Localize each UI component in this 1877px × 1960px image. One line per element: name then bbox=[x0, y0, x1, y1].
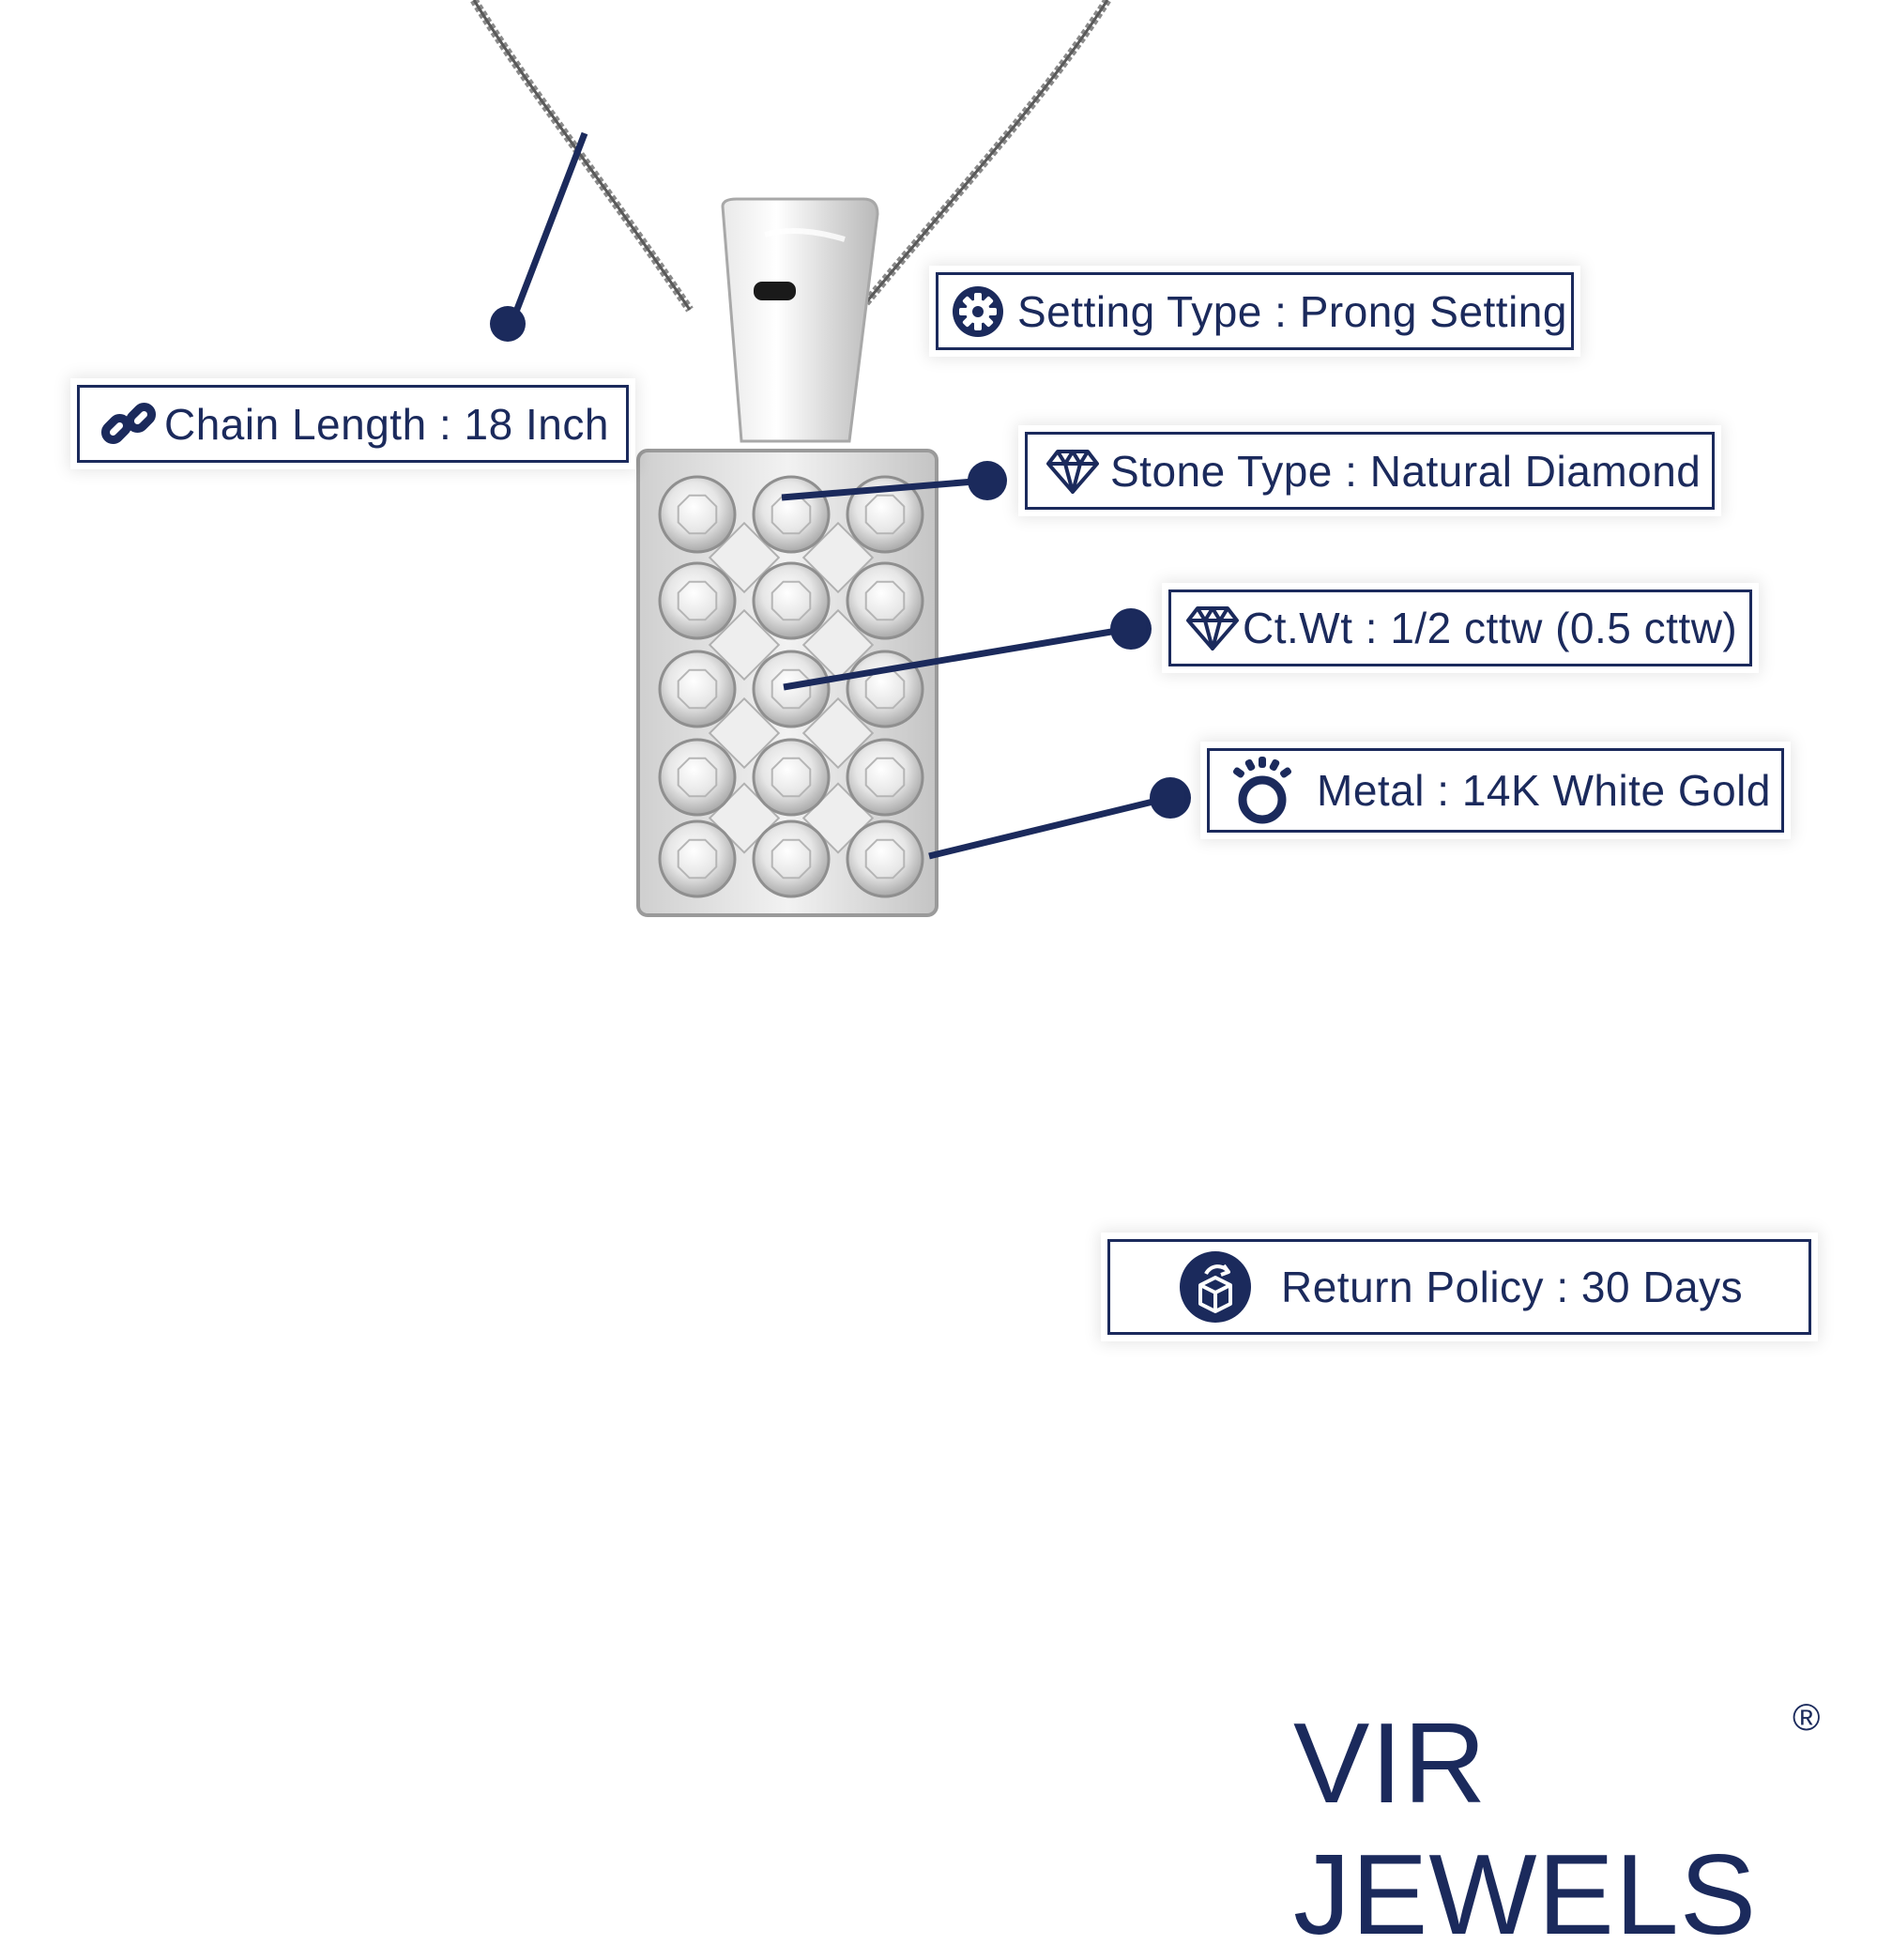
diamond-facet bbox=[864, 494, 906, 535]
chain bbox=[470, 0, 1111, 331]
diamond-stone bbox=[752, 738, 831, 817]
ct-wt-callout: Ct.Wt : 1/2 cttw (0.5 cttw) bbox=[1168, 590, 1752, 666]
product-image bbox=[470, 0, 1191, 917]
diamond-icon bbox=[1046, 448, 1099, 495]
lattice-cell bbox=[708, 608, 781, 681]
diamond-stone bbox=[846, 738, 924, 817]
diamond-facet bbox=[864, 757, 906, 798]
diamond-stone bbox=[658, 475, 737, 554]
lattice-cell bbox=[801, 608, 875, 681]
return-policy-label: Return Policy : 30 Days bbox=[1281, 1263, 1744, 1311]
diamond-stone bbox=[846, 561, 924, 640]
chain-length-label: Chain Length : 18 Inch bbox=[164, 399, 609, 449]
diamond-facet bbox=[677, 757, 718, 798]
setting-type-label: Setting Type : Prong Setting bbox=[1017, 286, 1567, 336]
diamond-stone bbox=[752, 475, 831, 554]
pendant-bail bbox=[721, 197, 879, 443]
diamond-stone bbox=[658, 819, 737, 898]
metal-callout: Metal : 14K White Gold bbox=[1207, 748, 1784, 833]
return-policy-callout: Return Policy : 30 Days bbox=[1107, 1239, 1811, 1335]
diamond-stone bbox=[658, 650, 737, 728]
diamond-facet bbox=[677, 494, 718, 535]
stone-type-callout: Stone Type : Natural Diamond bbox=[1025, 432, 1715, 510]
lattice-cell bbox=[801, 521, 875, 594]
pendant-body bbox=[636, 449, 938, 917]
diamond-facet bbox=[771, 494, 812, 535]
gear-icon bbox=[950, 283, 1006, 340]
diamond-stone bbox=[658, 738, 737, 817]
stone-type-pointer-dot bbox=[968, 461, 1007, 500]
diamond-facet bbox=[677, 580, 718, 621]
leader-dots bbox=[490, 306, 1191, 819]
diamond-facet bbox=[771, 668, 812, 710]
lattice-cell bbox=[708, 521, 781, 594]
lattice-cell bbox=[801, 697, 875, 770]
diamond-facet bbox=[677, 838, 718, 880]
diamond-icon bbox=[1186, 605, 1239, 651]
diamond-stone bbox=[846, 475, 924, 554]
diamond-stone bbox=[846, 819, 924, 898]
setting-type-callout: Setting Type : Prong Setting bbox=[936, 272, 1574, 350]
diamond-stone bbox=[658, 561, 737, 640]
chain-length-pointer-dot bbox=[490, 306, 526, 342]
diamond-facet bbox=[771, 580, 812, 621]
ring-icon bbox=[1230, 755, 1294, 826]
registered-mark: ® bbox=[1793, 1697, 1821, 1738]
metal-pointer-dot bbox=[1150, 777, 1191, 819]
diamond-facet bbox=[677, 668, 718, 710]
diamond-facet bbox=[864, 668, 906, 710]
lattice-cell bbox=[708, 697, 781, 770]
chain-link-icon bbox=[100, 395, 159, 453]
stone-type-label: Stone Type : Natural Diamond bbox=[1110, 446, 1702, 496]
brand-logo: VIR JEWELS bbox=[1293, 1699, 1758, 1958]
diamond-stone bbox=[752, 561, 831, 640]
leader-lines bbox=[508, 131, 1169, 860]
chain-length-callout: Chain Length : 18 Inch bbox=[77, 385, 629, 463]
diamond-facet bbox=[771, 757, 812, 798]
diamond-facet bbox=[864, 580, 906, 621]
diamond-facet bbox=[864, 838, 906, 880]
ct-wt-pointer-dot bbox=[1110, 608, 1152, 650]
return-box-icon bbox=[1178, 1249, 1253, 1325]
diamond-facet bbox=[771, 838, 812, 880]
ct-wt-label: Ct.Wt : 1/2 cttw (0.5 cttw) bbox=[1243, 604, 1738, 652]
metal-label: Metal : 14K White Gold bbox=[1317, 766, 1771, 815]
diamond-stone bbox=[752, 819, 831, 898]
